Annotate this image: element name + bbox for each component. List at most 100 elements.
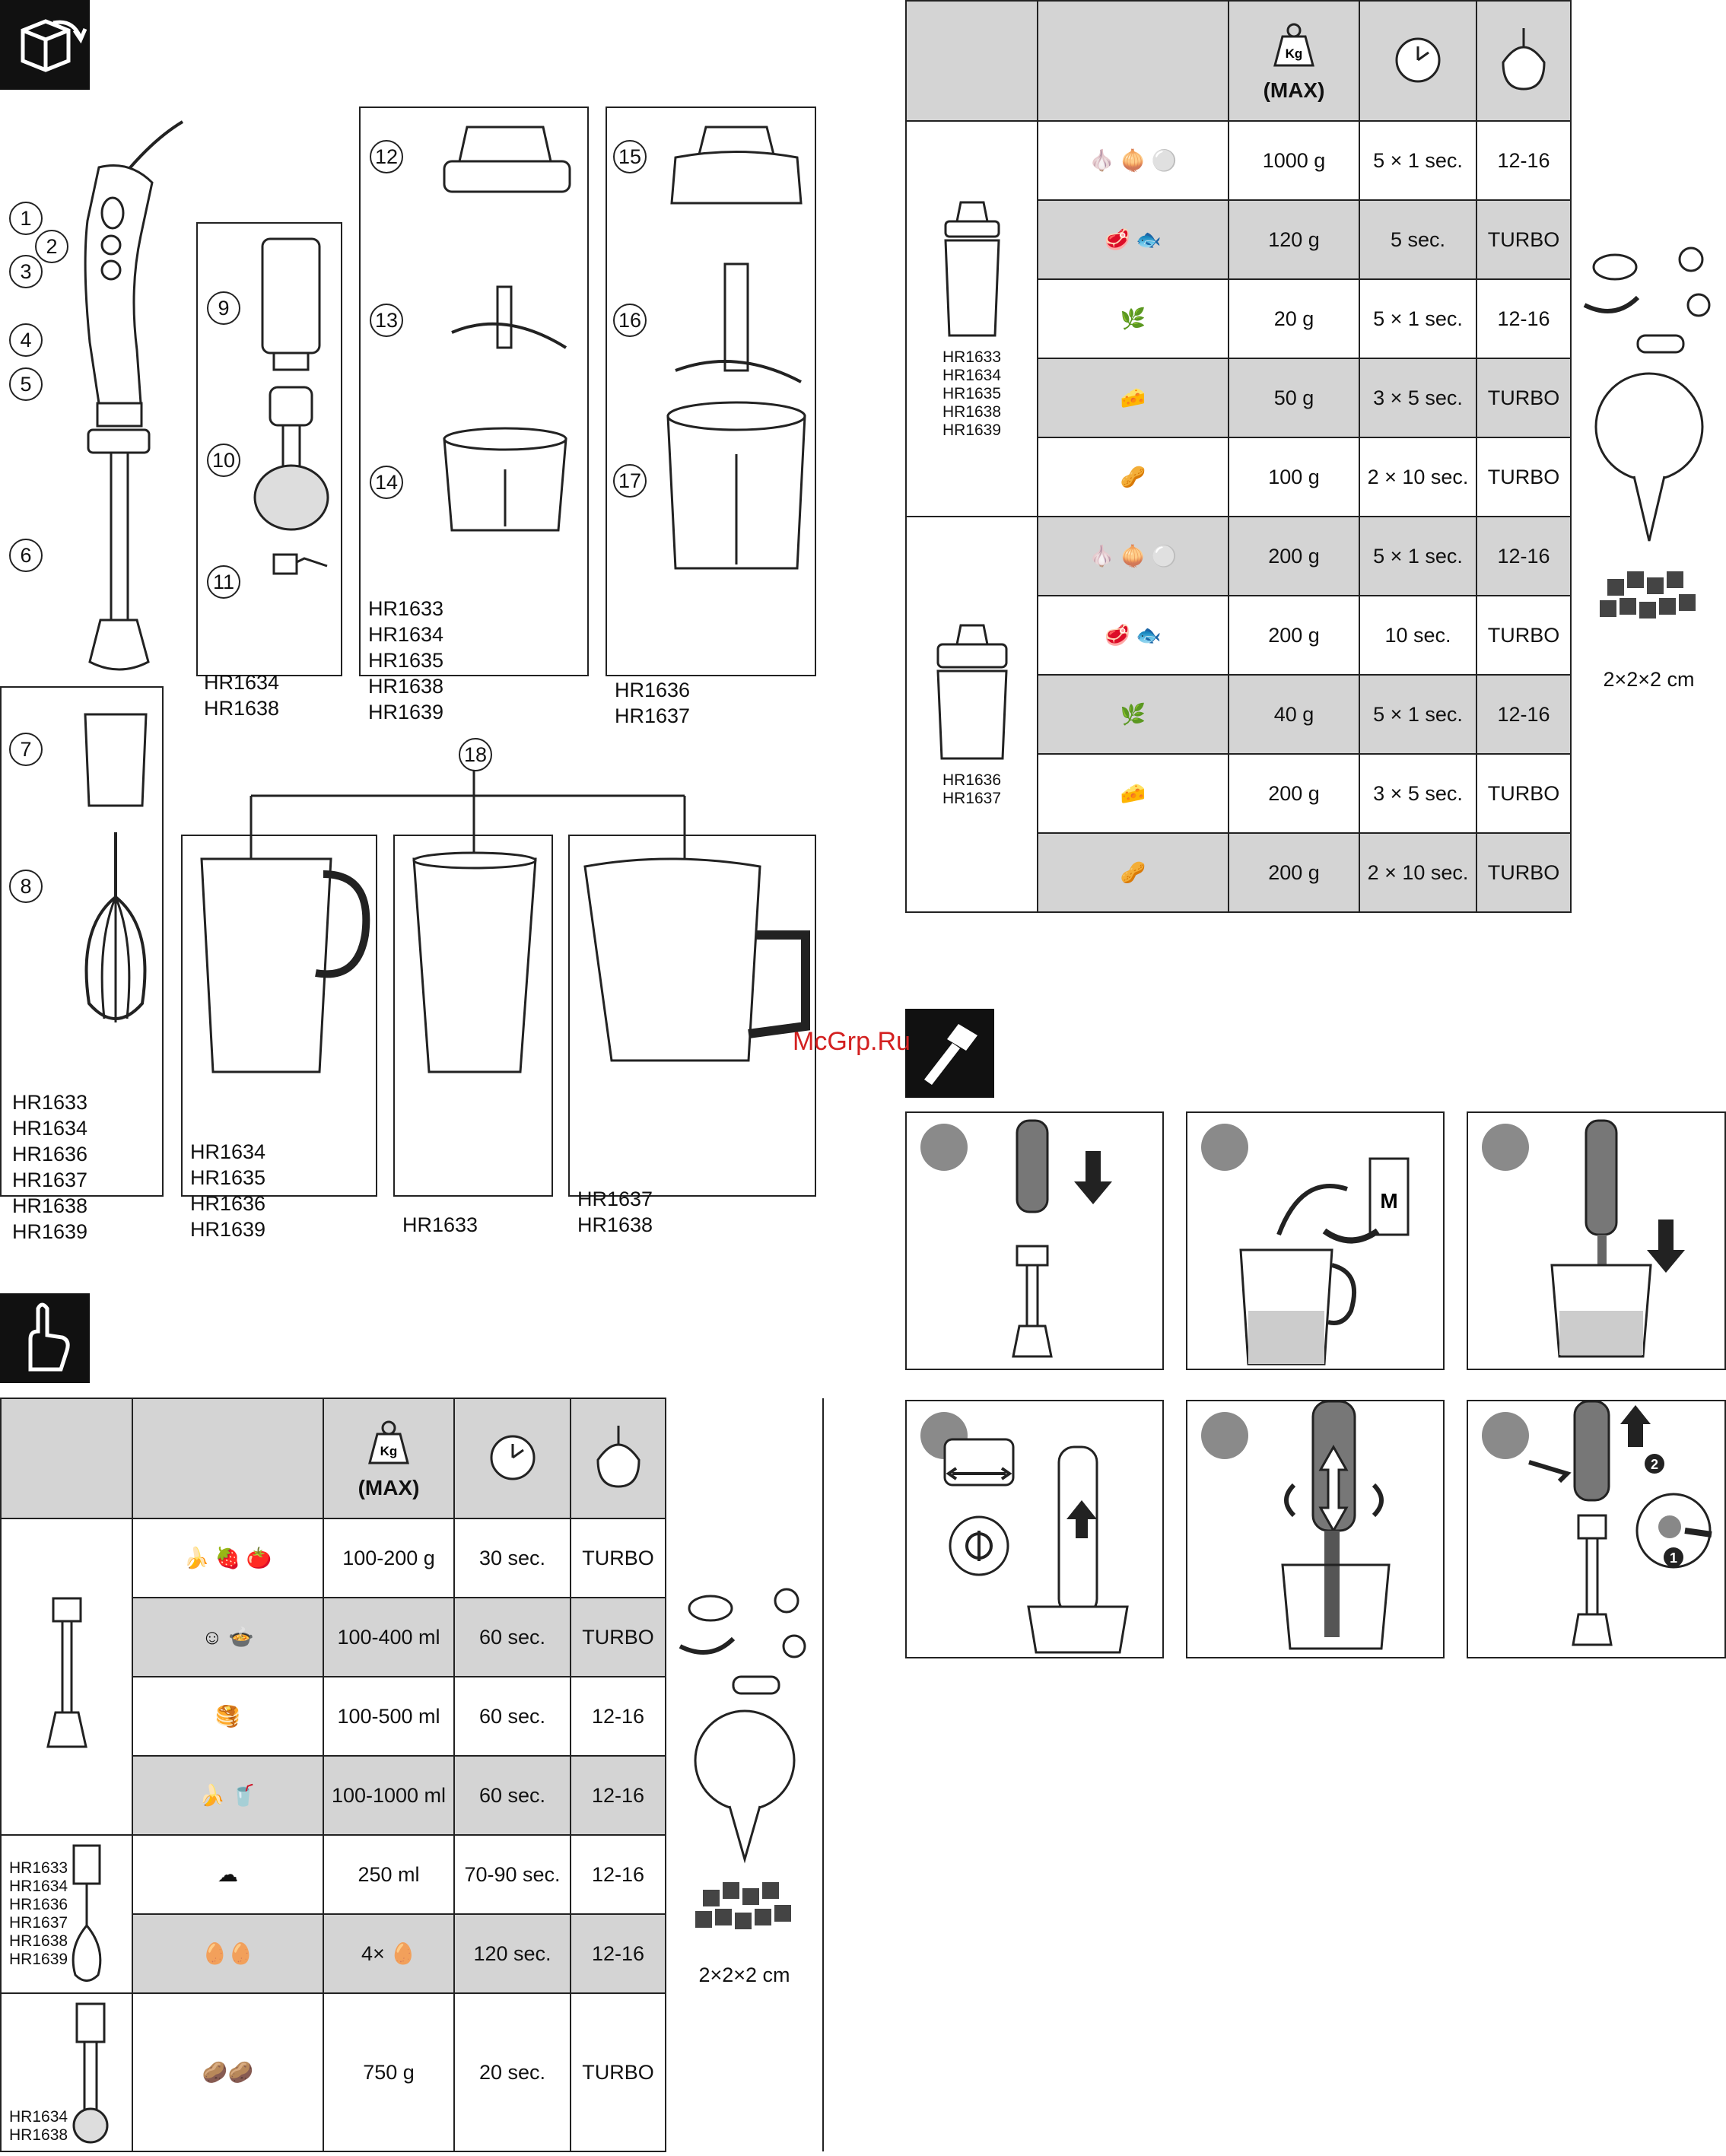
callout-17: 17 [613,464,647,498]
weight-icon: Kg [368,1420,409,1464]
r-time-8: 3 × 5 sec. [1359,753,1477,834]
blender-use-icon [905,1009,994,1098]
step-number-dot [1482,1124,1529,1171]
callout-18-leader [250,770,686,869]
time-6: 20 sec. [453,1992,571,2152]
r-time-7: 5 × 1 sec. [1359,674,1477,755]
food-cube-illustration [679,1588,806,1929]
qty-1: 100-400 ml [323,1597,455,1677]
speed-dial-icon [1502,27,1546,91]
whisk-icon [72,1844,102,1982]
beaker-box-b: HR1633 [393,835,553,1236]
watermark: McGrp.Ru [793,1027,911,1056]
r-food-icon-nuts-2: 🥜 [1037,832,1229,913]
masher-icon [72,2002,109,2144]
models-beaker-b: HR1633 [402,1213,478,1236]
header-weight: Kg (MAX) [323,1398,455,1519]
r-food-icon-cheese: 🧀 [1037,358,1229,438]
step-number-dot [1201,1412,1248,1459]
r-qty-1: 120 g [1228,199,1360,280]
food-icon-potatoes: 🥔🥔 [132,1992,324,2152]
food-icon-eggs: 🥚🥚 [132,1913,324,1994]
qty-2: 100-500 ml [323,1676,455,1757]
speed-3: 12-16 [570,1755,666,1836]
callout-16: 16 [613,304,647,337]
r-speed-2: 12-16 [1476,278,1572,359]
r-qty-5: 200 g [1228,516,1360,596]
qty-0: 100-200 g [323,1518,455,1598]
step-panel-3 [1467,1111,1726,1370]
step-number-dot [1201,1124,1248,1171]
unpack-icon [0,0,90,90]
r-header-weight: Kg (MAX) [1228,0,1360,122]
hand-blender-motor-unit [84,120,184,671]
qty-6: 750 g [323,1992,455,2152]
r-time-1: 5 sec. [1359,199,1477,280]
r-time-0: 5 × 1 sec. [1359,120,1477,201]
callout-15: 15 [613,140,647,173]
r-food-icon-garlic-onion-2: 🧄 🧅 ⚪ [1037,516,1229,596]
svg-text:1: 1 [1670,1550,1677,1566]
r-cube-size-label: 2×2×2 cm [1603,668,1695,691]
step-number-dot [920,1124,968,1171]
callout-4: 4 [9,323,43,357]
small-chopper-icon [943,201,1000,336]
r-qty-4: 100 g [1228,437,1360,517]
r-qty-0: 1000 g [1228,120,1360,201]
r-speed-7: 12-16 [1476,674,1572,755]
r-speed-9: TURBO [1476,832,1572,913]
step-panel-4 [905,1400,1164,1658]
r-max-label: (MAX) [1263,78,1325,102]
r-qty-3: 50 g [1228,358,1360,438]
hand-use-icon [0,1293,90,1383]
r-speed-1: TURBO [1476,199,1572,280]
qty-4: 250 ml [323,1834,455,1915]
r-qty-2: 20 g [1228,278,1360,359]
r-food-icon-meat-fish-2: 🥩 🐟 [1037,595,1229,676]
callout-13: 13 [370,304,403,337]
blending-table: Kg (MAX) [0,1398,824,2152]
time-0: 30 sec. [453,1518,571,1598]
blender-bar-icon [46,1597,87,1747]
r-cube-illustration-cell: 2×2×2 cm [1570,1,1726,912]
svg-text:2: 2 [1651,1457,1658,1472]
r-time-9: 2 × 10 sec. [1359,832,1477,913]
r-food-icon-nuts: 🥜 [1037,437,1229,517]
r-food-icon-herbs: 🌿 [1037,278,1229,359]
r-time-4: 2 × 10 sec. [1359,437,1477,517]
food-icon-pancake: 🥞 [132,1676,324,1757]
header-time [453,1398,571,1519]
food-icon-cream: ☁ [132,1834,324,1915]
max-label: (MAX) [358,1475,420,1499]
timer-icon [490,1435,535,1480]
large-chopper-icon [936,624,1008,759]
stick-blender-group [0,1518,133,1836]
svg-text:M: M [1380,1189,1397,1213]
speed-2: 12-16 [570,1676,666,1757]
callout-2: 2 [35,230,68,263]
callout-18: 18 [459,738,492,771]
step-number-dot [1482,1412,1529,1459]
step-panel-2: M [1186,1111,1445,1370]
svg-text:Kg: Kg [1286,46,1303,61]
r-header-blank-2 [1037,0,1229,122]
callout-10: 10 [207,444,240,477]
r-header-speed [1476,0,1572,122]
chopping-table: Kg (MAX) [905,0,1726,913]
r-time-3: 3 × 5 sec. [1359,358,1477,438]
time-5: 120 sec. [453,1913,571,1994]
timer-icon [1395,37,1441,82]
food-icon-shake: 🍌 🥤 [132,1755,324,1836]
